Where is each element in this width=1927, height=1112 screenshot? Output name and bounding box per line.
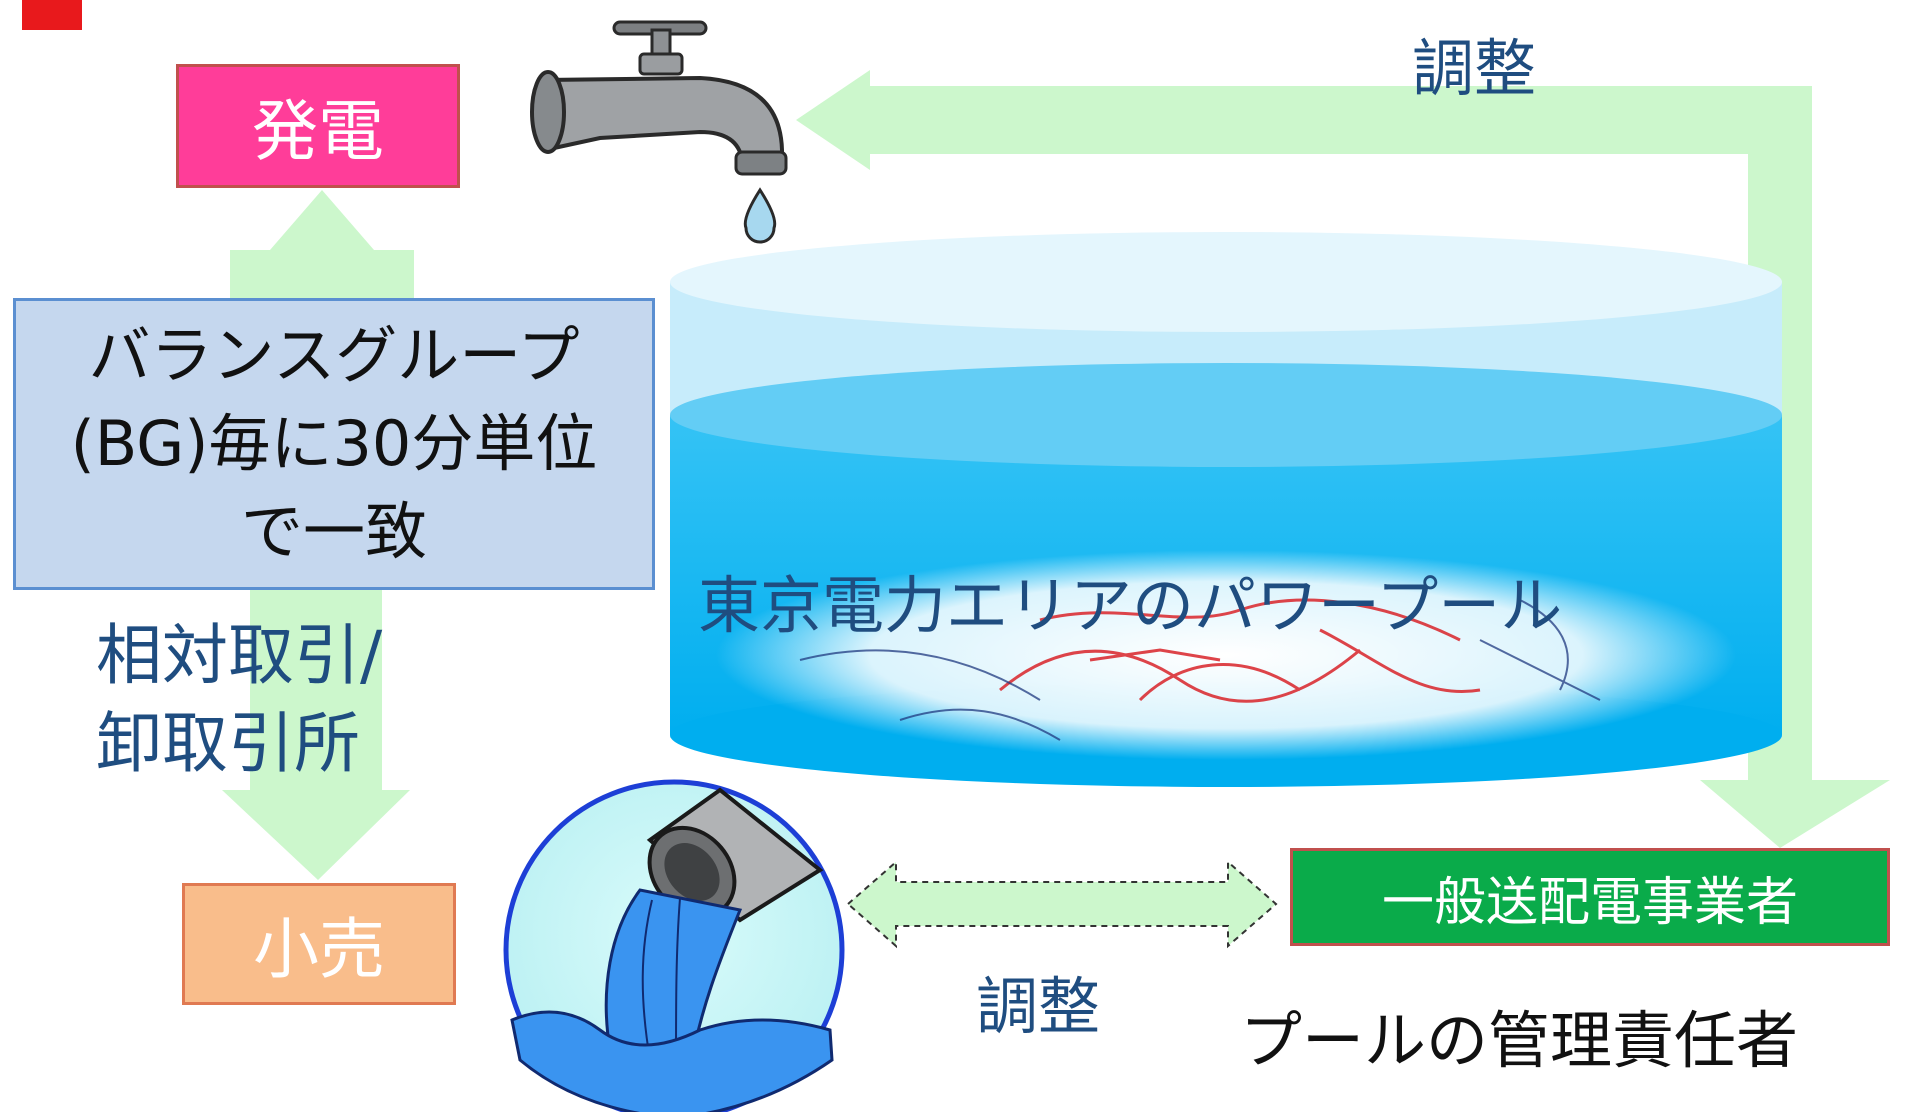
power-pool-label: 東京電力エリアのパワープール [698,569,1563,642]
balancing-group-line-3: で一致 [240,495,427,568]
arrow-drain-grid-adjust [846,859,1278,949]
grid-operator-box: 一般送配電事業者 [1290,848,1890,946]
faucet-icon [530,20,788,244]
trading-label-line-2: 卸取引所 [96,705,360,782]
trading-label: 相対取引/ 卸取引所 [96,612,382,788]
arrow-bg-to-generation [230,190,414,298]
adjust-bottom-label: 調整 [976,970,1101,1043]
corner-marker [22,0,82,30]
arrow-grid-to-faucet [796,70,1890,848]
generation-label: 発電 [252,93,384,170]
grid-operator-label: 一般送配電事業者 [1381,872,1798,933]
retail-box: 小売 [182,883,456,1005]
adjust-top-label: 調整 [1412,32,1537,105]
balancing-group-line-2: (BG)毎に30分単位 [70,407,598,480]
power-map-icon [716,550,1736,760]
power-pool-cylinder [670,232,1782,787]
pool-manager-label: プールの管理責任者 [1240,1004,1799,1077]
drain-pipe-icon [503,779,845,1112]
balancing-group-box: バランスグループ (BG)毎に30分単位 で一致 [13,298,655,590]
generation-box: 発電 [176,64,460,188]
arrow-bg-to-retail [222,590,410,880]
retail-label: 小売 [253,911,385,988]
balancing-group-line-1: バランスグループ [88,319,580,392]
trading-label-line-1: 相対取引/ [96,617,383,694]
